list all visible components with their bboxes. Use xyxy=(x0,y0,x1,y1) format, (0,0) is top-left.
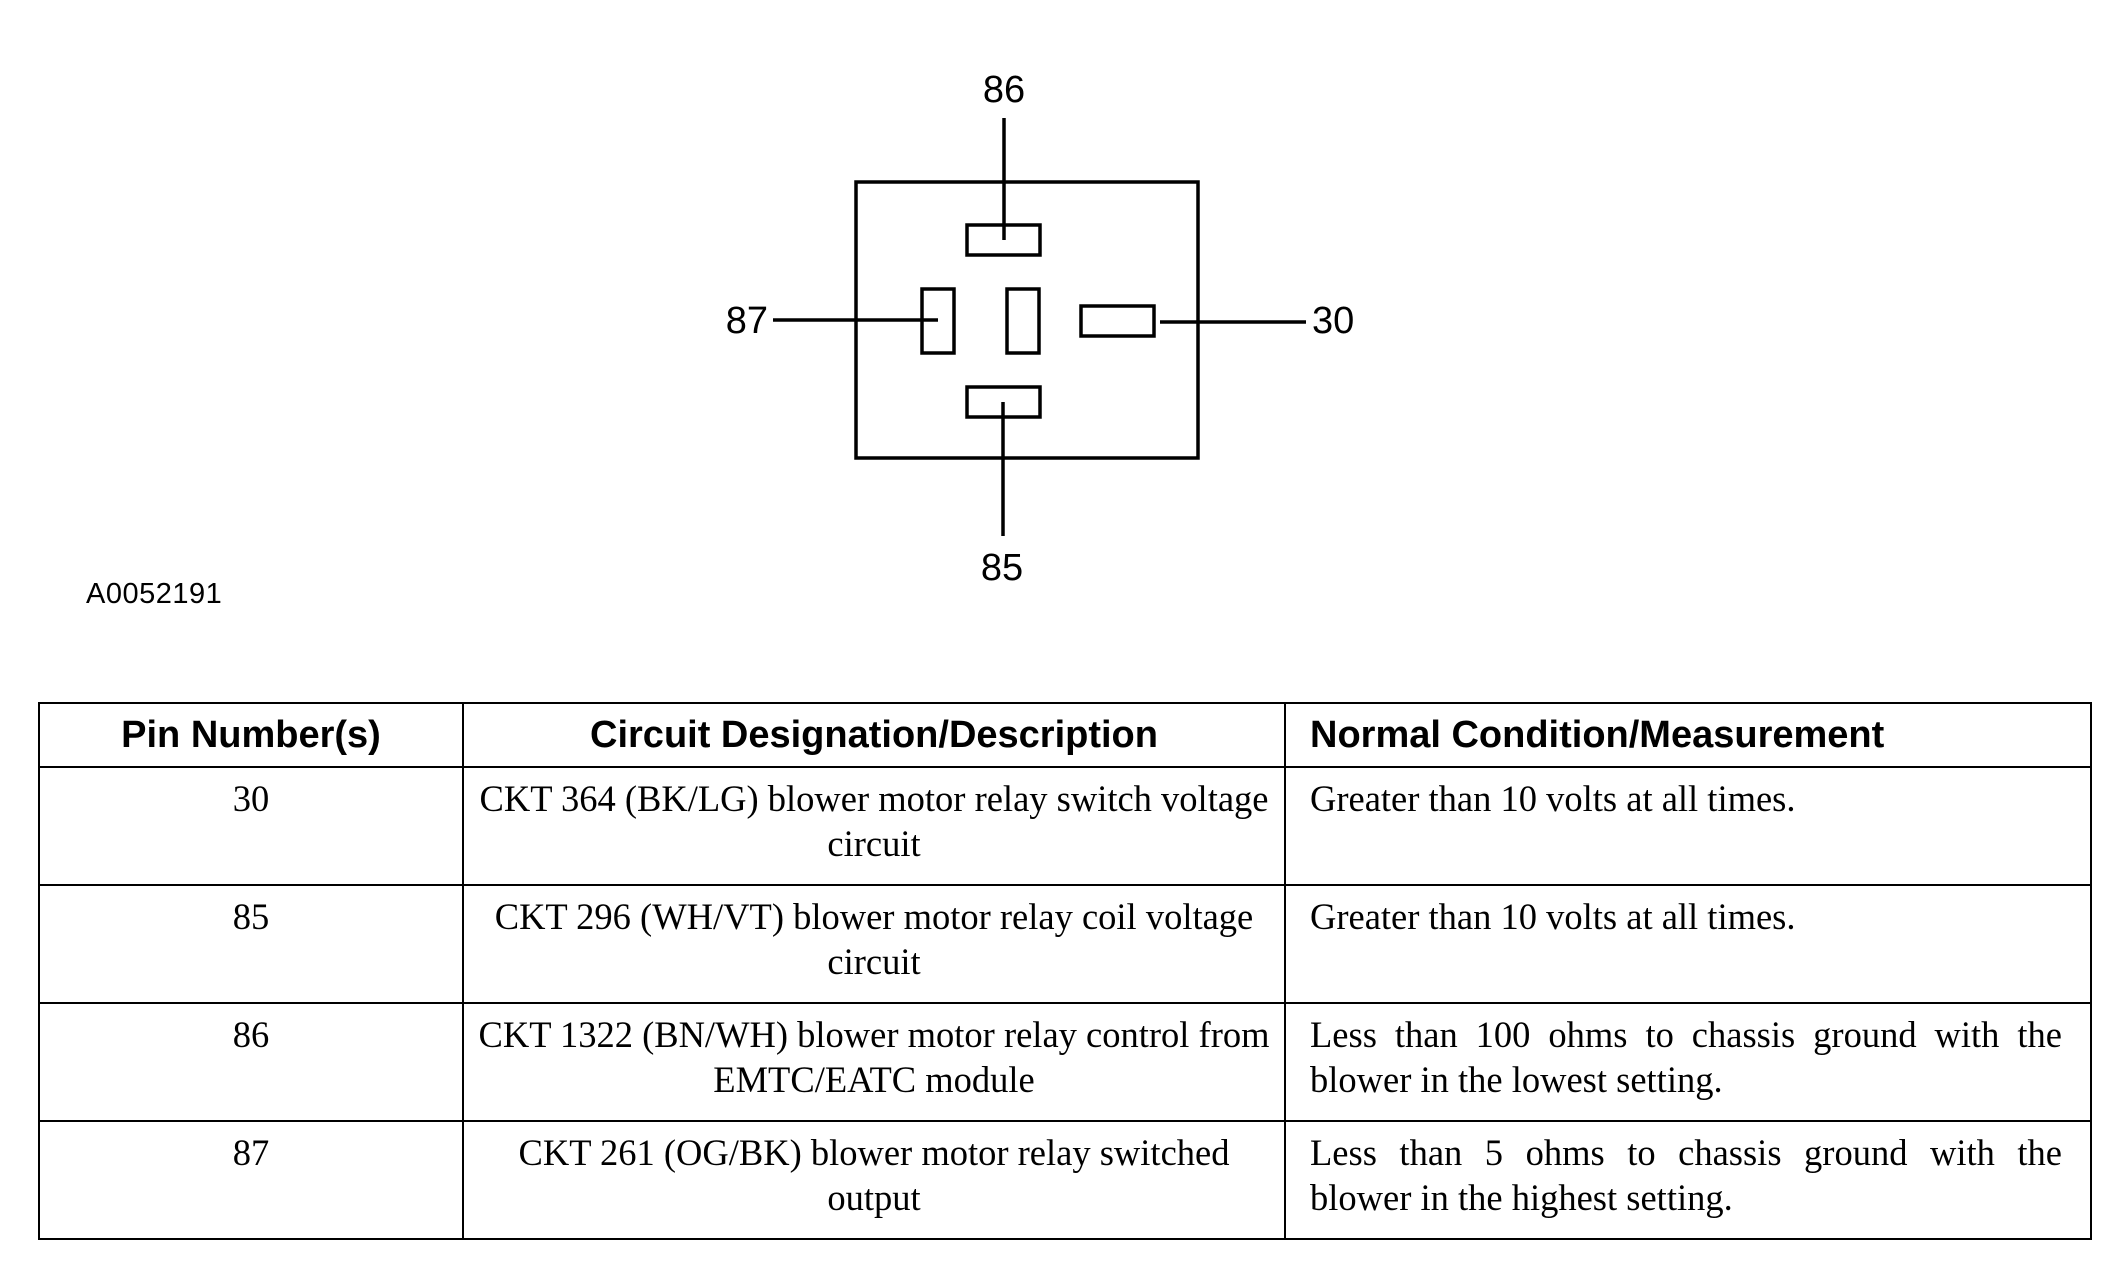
table-row: 30 CKT 364 (BK/LG) blower motor relay sw… xyxy=(38,766,2092,886)
pin-label-85: 85 xyxy=(981,547,1023,589)
pin-label-87: 87 xyxy=(726,300,768,342)
pin-number-cell: 87 xyxy=(38,1120,464,1240)
header-pin-numbers: Pin Number(s) xyxy=(38,702,464,768)
pin-label-86: 86 xyxy=(983,69,1025,111)
relay-pinout-diagram: 86 87 30 85 xyxy=(726,69,1355,589)
circuit-description-cell: CKT 296 (WH/VT) blower motor relay coil … xyxy=(462,884,1286,1004)
pin-label-30: 30 xyxy=(1312,300,1354,342)
measurement-cell: Greater than 10 volts at all times. xyxy=(1284,884,2092,1004)
circuit-description-cell: CKT 364 (BK/LG) blower motor relay switc… xyxy=(462,766,1286,886)
measurement-cell: Less than 100 ohms to chassis ground wit… xyxy=(1284,1002,2092,1122)
table-header-row: Pin Number(s) Circuit Designation/Descri… xyxy=(38,702,2092,768)
terminal-30-blade xyxy=(1079,304,1156,338)
pin-number-cell: 85 xyxy=(38,884,464,1004)
pin-number-cell: 86 xyxy=(38,1002,464,1122)
terminal-center-blade xyxy=(1005,287,1041,355)
pin-table: Pin Number(s) Circuit Designation/Descri… xyxy=(38,702,2092,1240)
header-normal-condition: Normal Condition/Measurement xyxy=(1284,702,2092,768)
table-row: 87 CKT 261 (OG/BK) blower motor relay sw… xyxy=(38,1120,2092,1240)
pin-number-cell: 30 xyxy=(38,766,464,886)
table-row: 86 CKT 1322 (BN/WH) blower motor relay c… xyxy=(38,1002,2092,1122)
measurement-cell: Greater than 10 volts at all times. xyxy=(1284,766,2092,886)
table-row: 85 CKT 296 (WH/VT) blower motor relay co… xyxy=(38,884,2092,1004)
measurement-cell: Less than 5 ohms to chassis ground with … xyxy=(1284,1120,2092,1240)
header-circuit-description: Circuit Designation/Description xyxy=(462,702,1286,768)
figure-id: A0052191 xyxy=(86,578,223,610)
circuit-description-cell: CKT 261 (OG/BK) blower motor relay switc… xyxy=(462,1120,1286,1240)
circuit-description-cell: CKT 1322 (BN/WH) blower motor relay cont… xyxy=(462,1002,1286,1122)
